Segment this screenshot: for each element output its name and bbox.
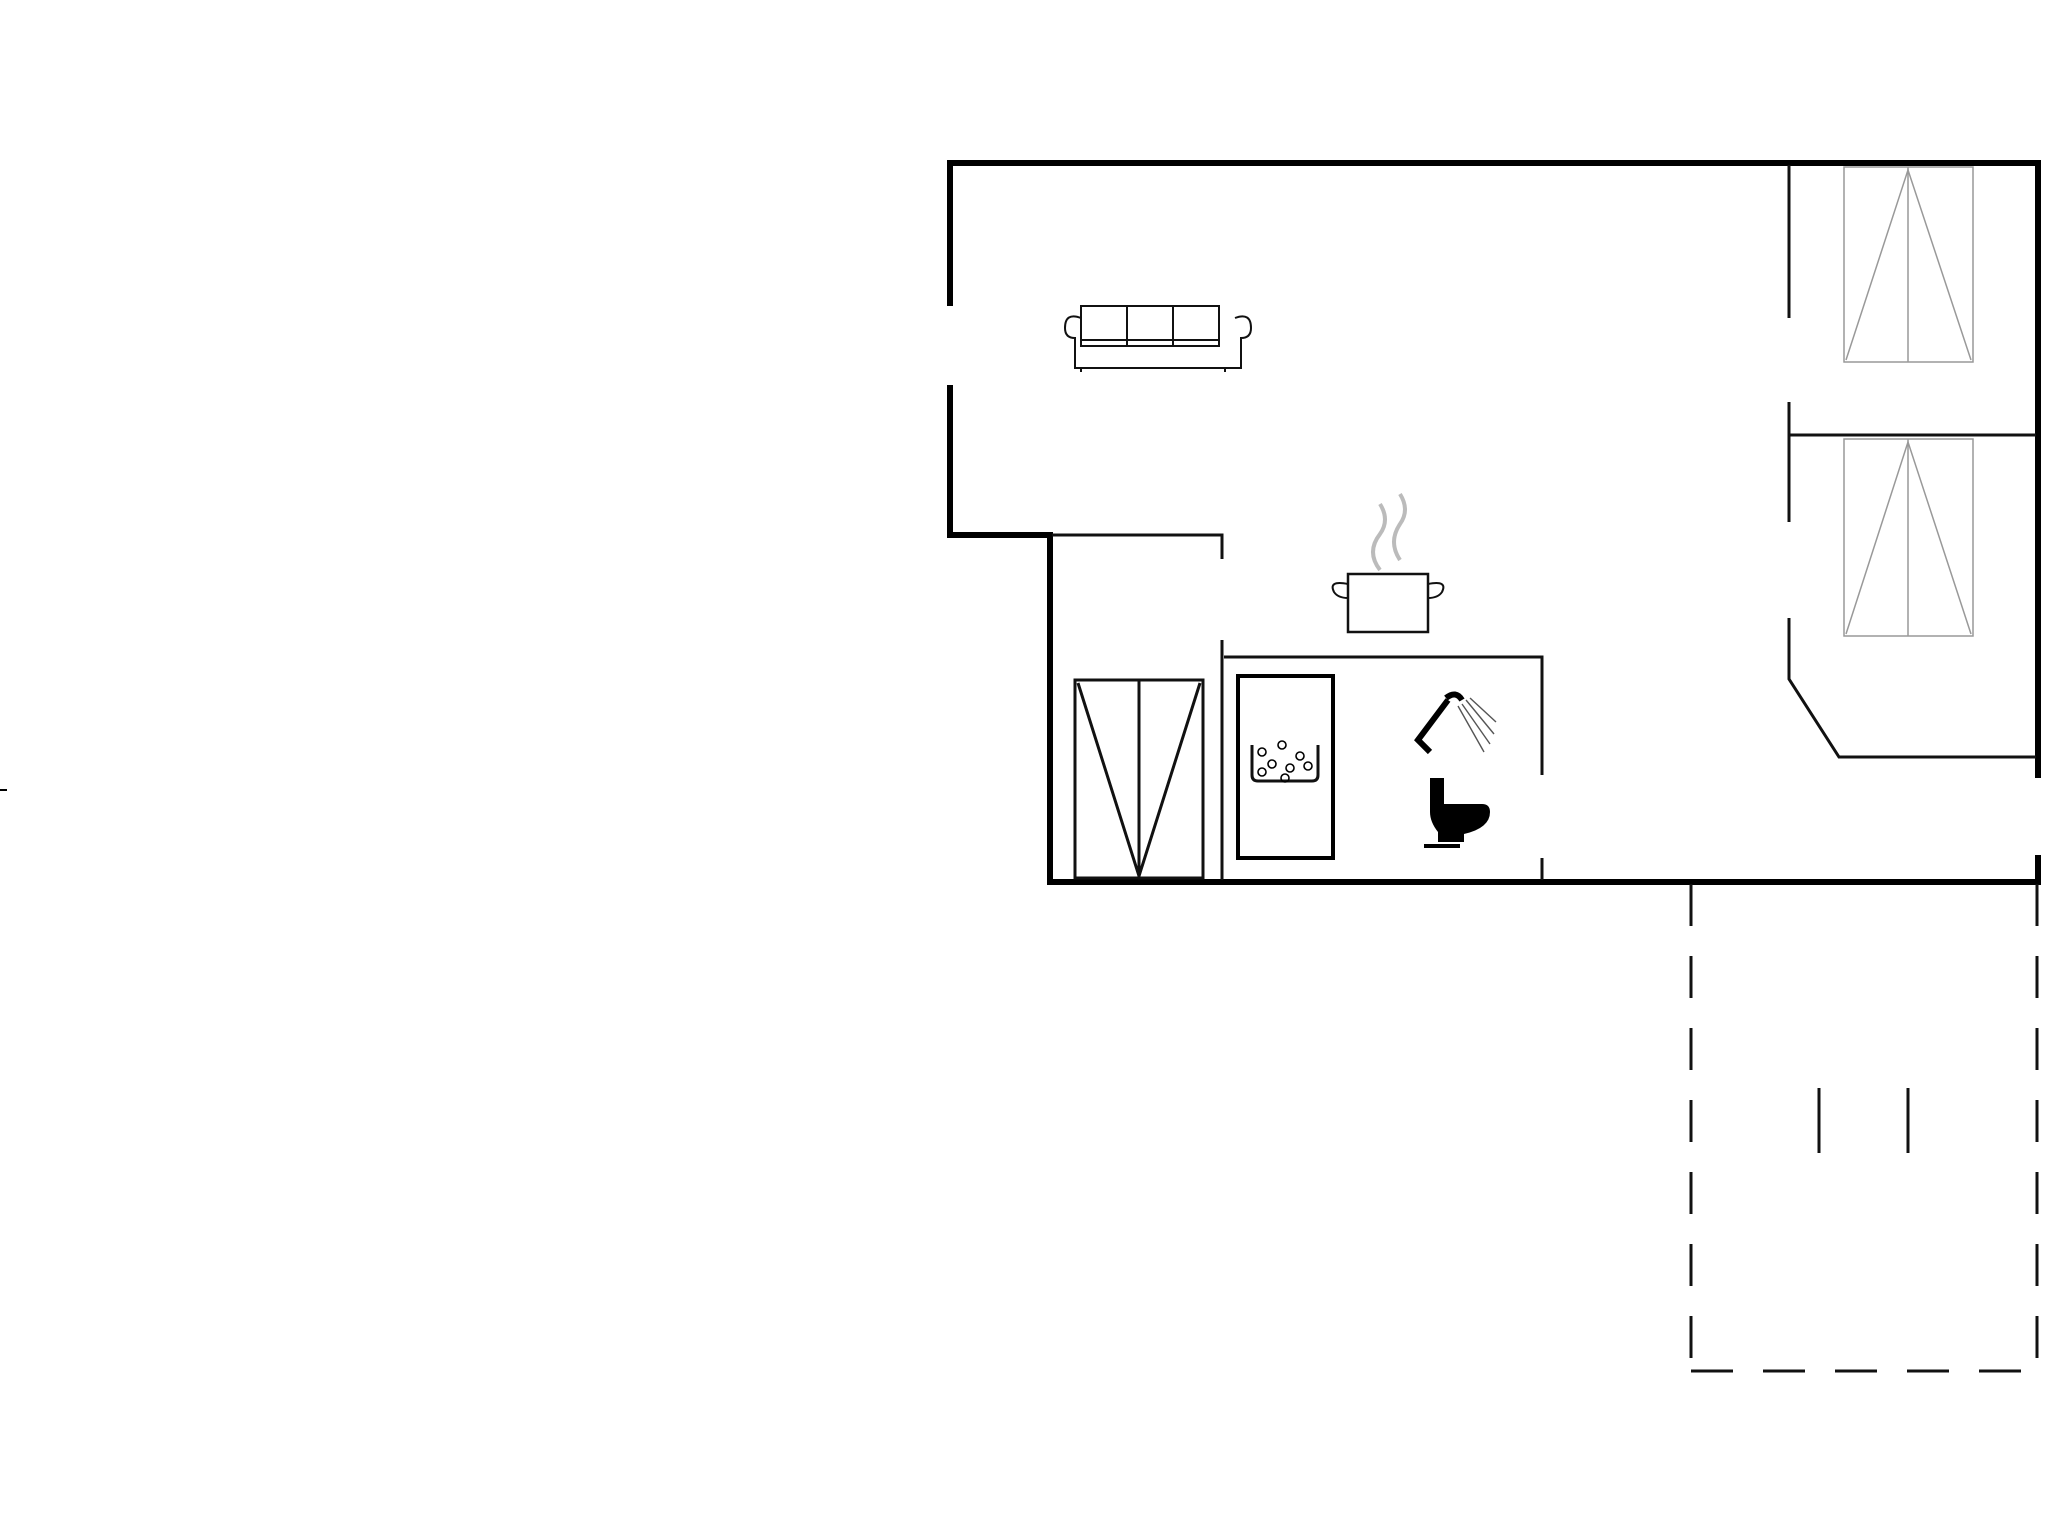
bathtub-icon bbox=[1236, 674, 1335, 860]
toilet-icon bbox=[1424, 778, 1490, 848]
exterior-walls bbox=[947, 160, 2041, 885]
closet-icon bbox=[1073, 678, 1205, 881]
terrace-outline bbox=[1689, 884, 2039, 1373]
shower-icon bbox=[1414, 691, 1497, 755]
sofa-icon bbox=[1063, 305, 1253, 372]
bed-icon bbox=[1843, 438, 1974, 637]
interior-walls bbox=[1052, 165, 2036, 880]
cooking-pot-icon bbox=[1331, 492, 1445, 634]
bed-icon bbox=[1843, 166, 1974, 363]
